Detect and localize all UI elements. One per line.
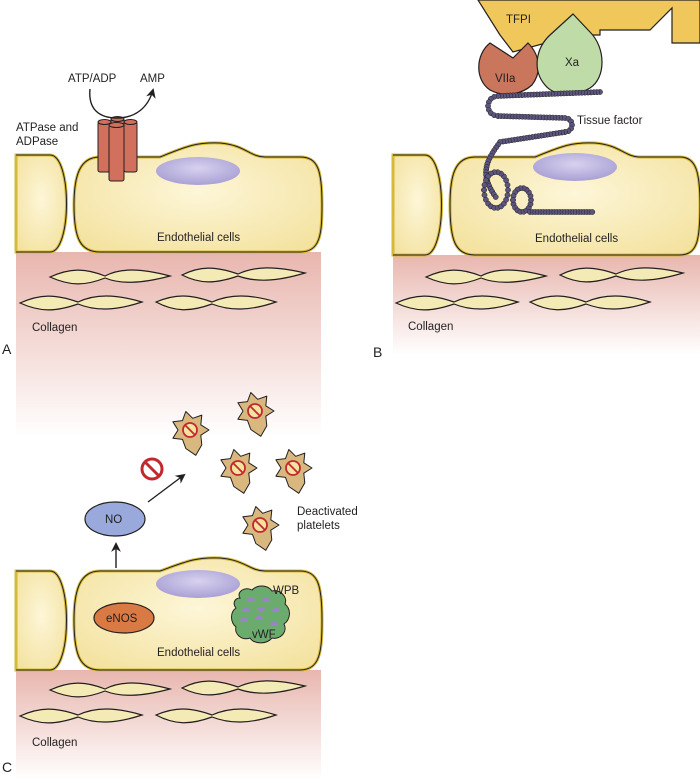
cells-label: Endothelial cells bbox=[157, 647, 240, 659]
panel-letter-a: A bbox=[2, 341, 12, 357]
no-to-platelets-arrow bbox=[147, 473, 186, 503]
factor-viia-label: VIIa bbox=[495, 73, 516, 85]
panel-letter-c: C bbox=[2, 759, 12, 775]
platelet bbox=[242, 506, 280, 551]
collagen-label: Collagen bbox=[32, 737, 77, 749]
tissue-factor-label: Tissue factor bbox=[577, 115, 643, 127]
tissue-factor-bead bbox=[481, 182, 488, 188]
platelet bbox=[172, 411, 210, 456]
platelet-inhibit-slash bbox=[232, 462, 244, 474]
no-shape bbox=[84, 501, 146, 537]
tissue-factor-chain bbox=[481, 89, 603, 215]
nucleus bbox=[533, 153, 617, 181]
platelet bbox=[220, 449, 258, 494]
nucleus bbox=[156, 157, 240, 185]
reaction-arrow bbox=[89, 88, 156, 119]
platelet-inhibit-slash bbox=[184, 424, 196, 436]
platelet bbox=[275, 449, 313, 494]
tissue-factor-bead bbox=[492, 194, 499, 200]
tfpi-label: TFPI bbox=[506, 14, 531, 26]
tfpi-shape bbox=[477, 0, 700, 53]
collagen-label: Collagen bbox=[408, 321, 453, 333]
cells-label: Endothelial cells bbox=[535, 233, 618, 245]
wpb-granule-shape bbox=[231, 585, 290, 644]
inhibit-icon bbox=[140, 457, 164, 481]
wpb-label: WPB bbox=[273, 585, 300, 597]
collagen-fibers bbox=[18, 680, 308, 724]
endothelial-cell-left bbox=[391, 153, 443, 257]
nucleus bbox=[156, 570, 240, 598]
collagen-label: Collagen bbox=[32, 322, 77, 334]
platelet-inhibit-slash bbox=[254, 519, 266, 531]
vwf-dots bbox=[240, 598, 280, 626]
platelet-inhibit-slash bbox=[287, 462, 299, 474]
tissue-factor-bead bbox=[505, 187, 511, 193]
platelet bbox=[237, 392, 275, 437]
endothelial-cell-left bbox=[14, 569, 68, 672]
enos-shape bbox=[93, 602, 155, 634]
panel-a: ATP/ADP AMP ATPase and ADPase Endothelia… bbox=[2, 73, 324, 437]
panel-letter-b: B bbox=[373, 344, 382, 360]
factor-viia-shape bbox=[478, 42, 539, 95]
platelets-label-line2: platelets bbox=[297, 520, 340, 532]
tissue-factor-bead bbox=[481, 187, 487, 193]
collagen-fibers bbox=[18, 267, 308, 311]
endothelial-cell-left bbox=[14, 153, 68, 254]
tissue-factor-bead bbox=[510, 197, 516, 203]
platelet-inhibit-slash bbox=[249, 405, 261, 417]
substrate-label: ATP/ADP bbox=[68, 73, 117, 85]
panel-c: eNOS WPB vWF Endothelial cells Collagen … bbox=[2, 392, 358, 780]
collagen-fibers bbox=[394, 267, 686, 311]
enos-label: eNOS bbox=[106, 613, 138, 625]
factor-xa-label: Xa bbox=[565, 57, 580, 69]
atpase-channel-icon bbox=[97, 116, 138, 182]
panel-b: TFPI VIIa Xa Tissue factor Endothelial c… bbox=[373, 0, 700, 360]
tissue-factor-bead bbox=[504, 192, 511, 198]
deactivated-platelets bbox=[172, 392, 313, 551]
cells-label: Endothelial cells bbox=[157, 232, 240, 244]
no-label: NO bbox=[105, 514, 122, 526]
vwf-label: vWF bbox=[252, 629, 276, 641]
enzyme-label-line1: ATPase and bbox=[16, 122, 78, 134]
product-label: AMP bbox=[140, 73, 165, 85]
tissue-factor-bead bbox=[589, 209, 596, 215]
enzyme-label-line2: ADPase bbox=[16, 136, 58, 148]
platelets-label-line1: Deactivated bbox=[297, 506, 358, 518]
